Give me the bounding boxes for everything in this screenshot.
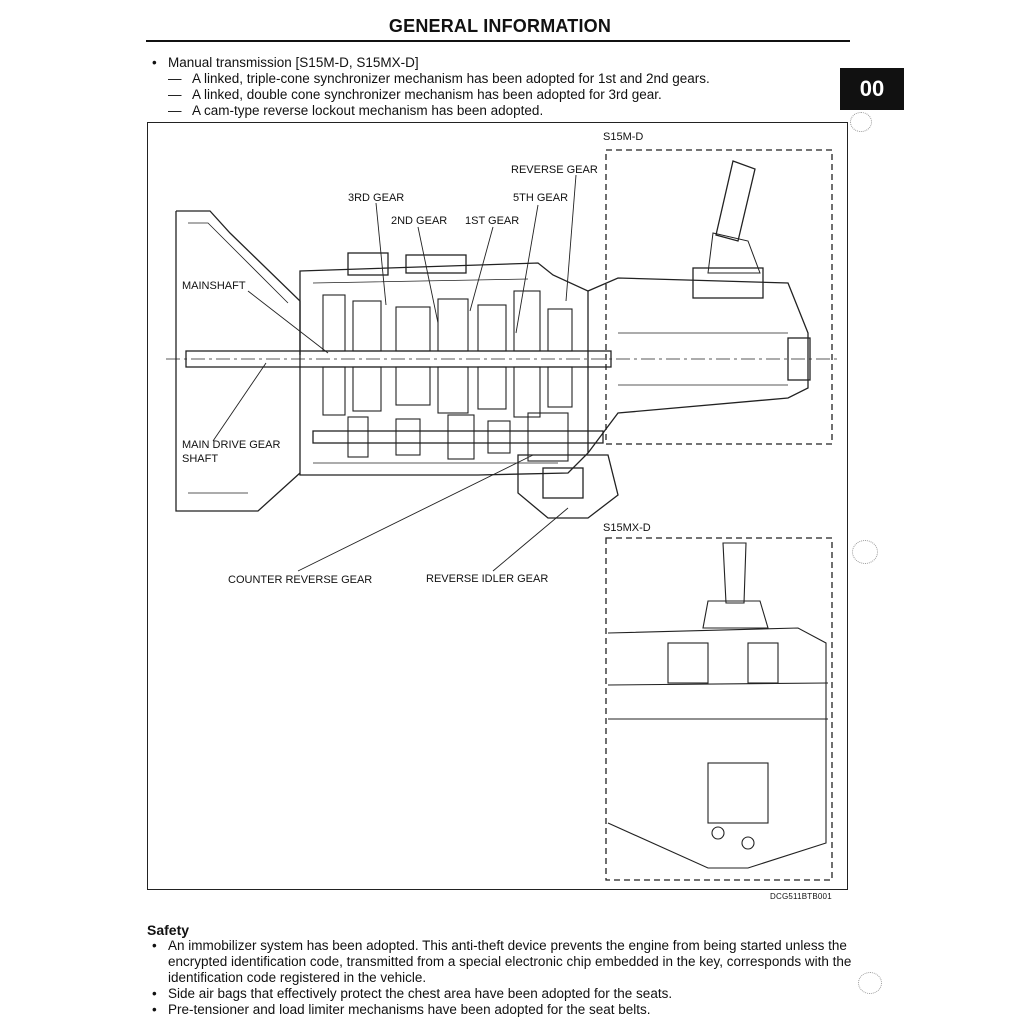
section-tab: 00 — [840, 68, 904, 110]
bell-housing — [175, 210, 301, 512]
safety-item: Side air bags that effectively protect t… — [152, 986, 852, 1002]
intro-item: A cam-type reverse lockout mechanism has… — [152, 103, 842, 119]
scan-blemish — [850, 112, 872, 132]
safety-section: An immobilizer system has been adopted. … — [152, 938, 852, 1018]
s15m-detail-box — [605, 149, 833, 445]
label-main-drive-gear-shaft: SHAFT — [182, 453, 218, 465]
label-3rd-gear: 3RD GEAR — [348, 192, 404, 204]
intro-section: Manual transmission [S15M-D, S15MX-D] A … — [152, 55, 842, 119]
leader-lines — [212, 174, 577, 572]
label-mainshaft: MAINSHAFT — [182, 280, 246, 292]
label-counter-reverse-gear: COUNTER REVERSE GEAR — [228, 574, 372, 586]
label-1st-gear: 1ST GEAR — [465, 215, 519, 227]
s15mx-mechanism — [607, 542, 829, 869]
extension-housing — [587, 277, 809, 454]
figure-code: DCG511BTB001 — [770, 892, 832, 901]
label-main-drive-gear: MAIN DRIVE GEAR — [182, 439, 280, 451]
safety-heading: Safety — [147, 922, 190, 938]
label-5th-gear: 5TH GEAR — [513, 192, 568, 204]
reverse-idler-housing — [517, 454, 619, 519]
transmission-figure: S15M-D REVERSE GEAR 3RD GEAR 5TH GEAR 2N… — [147, 122, 848, 890]
label-s15mx: S15MX-D — [603, 522, 651, 534]
mainshaft-gears — [322, 290, 573, 418]
safety-item: An immobilizer system has been adopted. … — [152, 938, 852, 986]
shift-lever — [715, 160, 756, 242]
s15mx-detail-box — [605, 537, 833, 881]
scan-blemish — [852, 540, 878, 564]
label-reverse-gear: REVERSE GEAR — [511, 164, 598, 176]
scan-blemish — [858, 972, 882, 994]
countershaft — [312, 430, 604, 444]
safety-item: Pre-tensioner and load limiter mechanism… — [152, 1002, 852, 1018]
intro-bullet: Manual transmission [S15M-D, S15MX-D] — [152, 55, 842, 71]
label-2nd-gear: 2ND GEAR — [391, 215, 447, 227]
transmission-diagram: S15M-D REVERSE GEAR 3RD GEAR 5TH GEAR 2N… — [166, 131, 838, 881]
title-rule — [146, 40, 850, 42]
label-s15m: S15M-D — [603, 131, 643, 143]
label-reverse-idler-gear: REVERSE IDLER GEAR — [426, 573, 548, 585]
intro-item: A linked, triple-cone synchronizer mecha… — [152, 71, 842, 87]
page-title: GENERAL INFORMATION — [388, 16, 612, 36]
intro-item: A linked, double cone synchronizer mecha… — [152, 87, 842, 103]
